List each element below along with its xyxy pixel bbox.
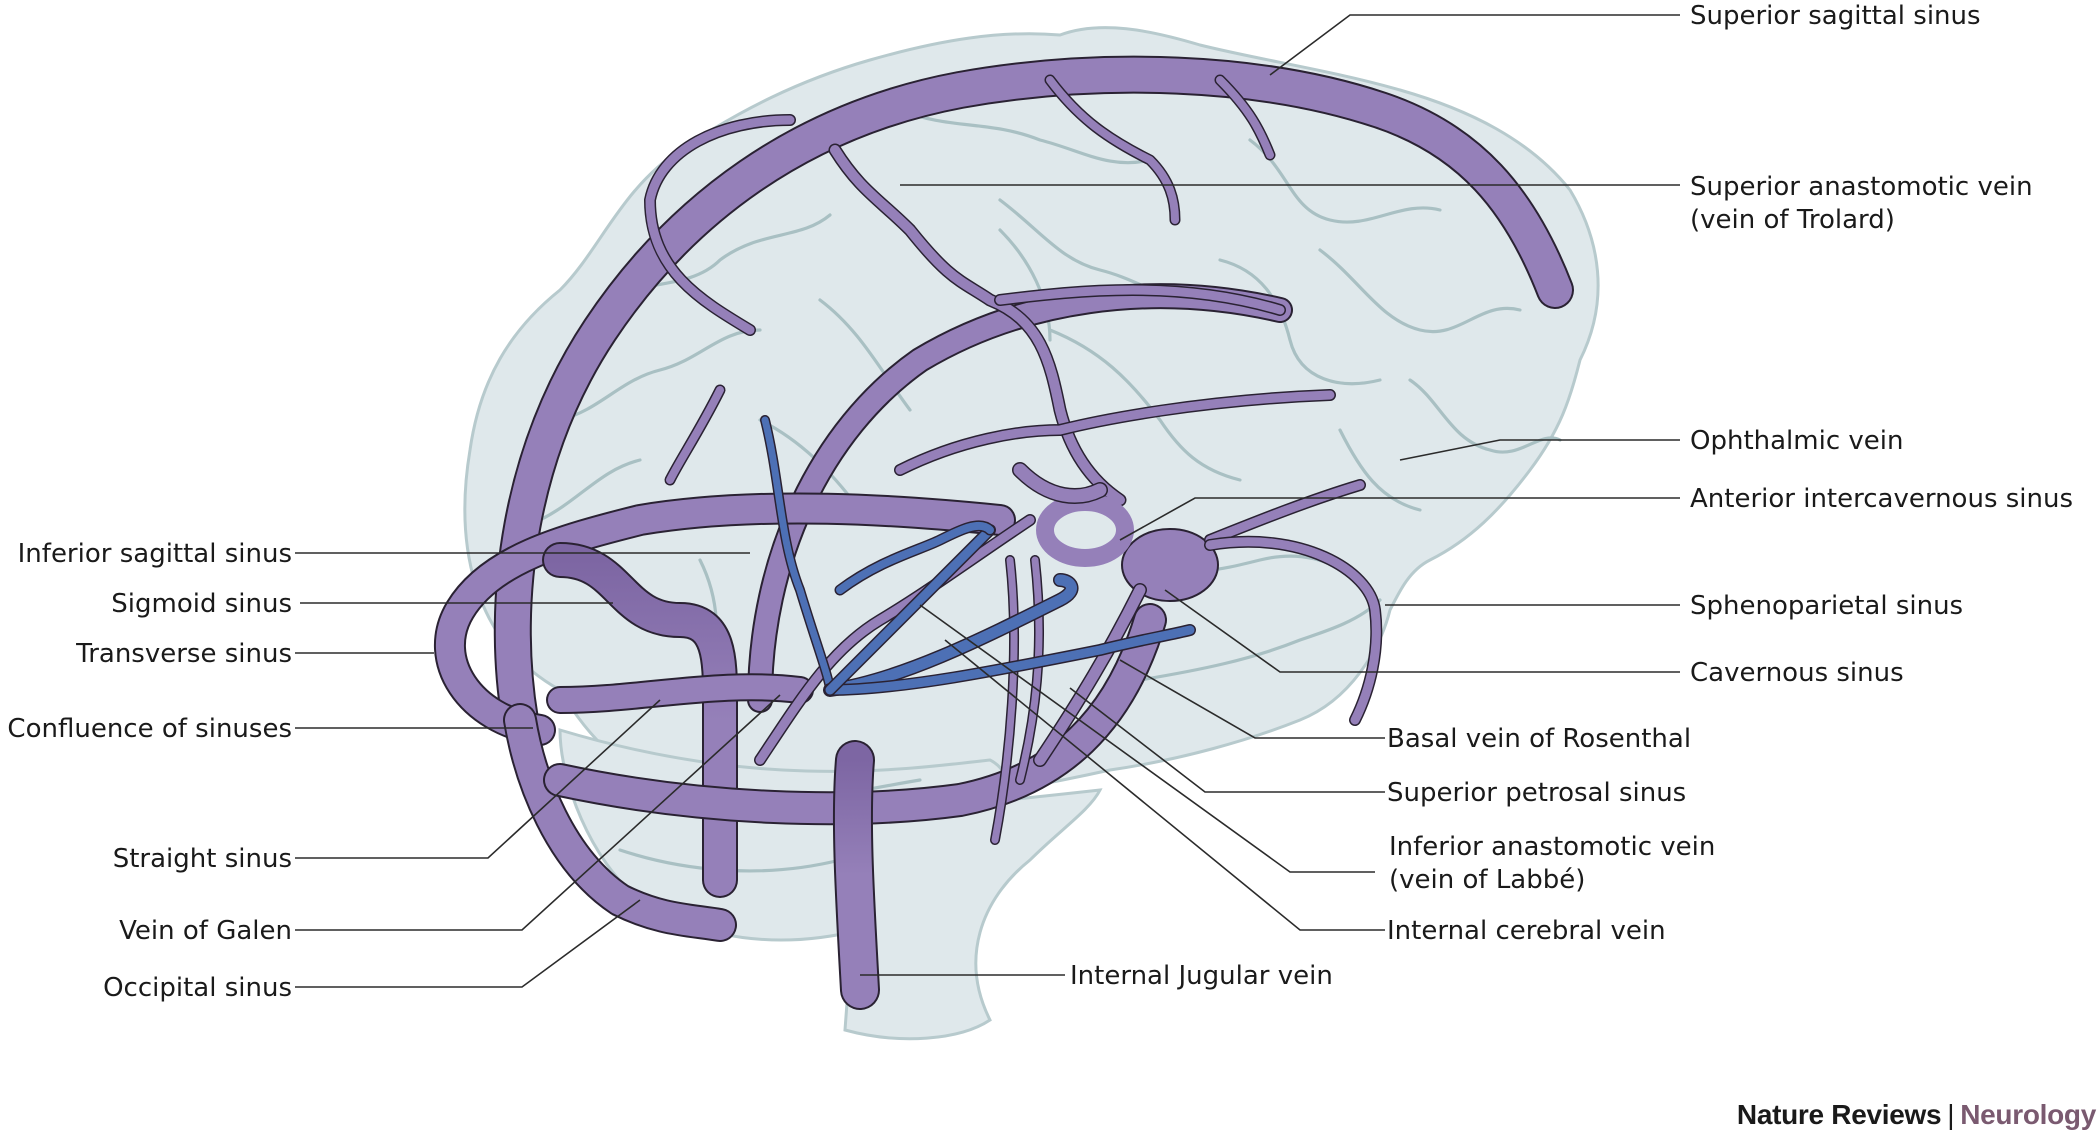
leader-superior-petrosal-sinus [1069, 687, 1385, 793]
label-occipital-sinus: Occipital sinus [103, 973, 292, 1003]
leader-internal-cerebral-vein [944, 639, 1385, 931]
label-confluence-of-sinuses: Confluence of sinuses [7, 714, 292, 744]
label-vein-of-galen: Vein of Galen [119, 916, 292, 946]
label-cavernous-sinus: Cavernous sinus [1690, 658, 1904, 688]
label-anterior-intercavernous-sinus: Anterior intercavernous sinus [1690, 484, 2073, 514]
label-ophthalmic-vein: Ophthalmic vein [1690, 426, 1903, 456]
journal-credit: Nature Reviews|Neurology [1737, 1099, 2096, 1131]
leader-anterior-intercavernous-sinus [1119, 497, 1680, 541]
label-superior-anastomotic-vein: Superior anastomotic vein [1690, 172, 2033, 202]
label-basal-vein-of-rosenthal: Basal vein of Rosenthal [1387, 724, 1691, 754]
leader-vein-of-galen [295, 694, 781, 931]
labels: Superior sagittal sinus Superior anastom… [7, 1, 2073, 1003]
label-internal-jugular-vein: Internal Jugular vein [1070, 961, 1333, 991]
label-straight-sinus: Straight sinus [113, 844, 292, 874]
journal-name: Nature Reviews [1736, 1099, 1942, 1130]
deep-veins [760, 415, 1196, 697]
label-superior-anastomotic-vein-line2: (vein of Trolard) [1690, 205, 1895, 235]
leader-basal-vein-of-rosenthal [1119, 659, 1385, 739]
label-transverse-sinus: Transverse sinus [75, 639, 292, 669]
cavernous-sinus-body [1121, 528, 1219, 602]
dural-sinuses [434, 55, 1574, 1010]
label-sphenoparietal-sinus: Sphenoparietal sinus [1690, 591, 1963, 621]
leader-occipital-sinus [295, 899, 641, 988]
label-inferior-anastomotic-vein: Inferior anastomotic vein [1389, 832, 1715, 862]
journal-separator: | [1947, 1099, 1955, 1130]
label-inferior-sagittal-sinus: Inferior sagittal sinus [18, 539, 292, 569]
label-sigmoid-sinus: Sigmoid sinus [111, 589, 292, 619]
journal-section: Neurology [1960, 1099, 2096, 1130]
brainstem [837, 788, 1103, 1041]
leader-cavernous-sinus [1164, 589, 1680, 673]
label-internal-cerebral-vein: Internal cerebral vein [1387, 916, 1666, 946]
leader-inferior-anastomotic-vein [919, 604, 1375, 873]
leader-straight-sinus [295, 699, 661, 859]
label-superior-petrosal-sinus: Superior petrosal sinus [1387, 778, 1686, 808]
leader-lines [295, 14, 1680, 988]
label-inferior-anastomotic-vein-line2: (vein of Labbé) [1389, 865, 1585, 895]
label-superior-sagittal-sinus: Superior sagittal sinus [1690, 1, 1981, 31]
leader-superior-sagittal-sinus [1269, 14, 1680, 76]
leader-ophthalmic-vein [1399, 439, 1680, 461]
